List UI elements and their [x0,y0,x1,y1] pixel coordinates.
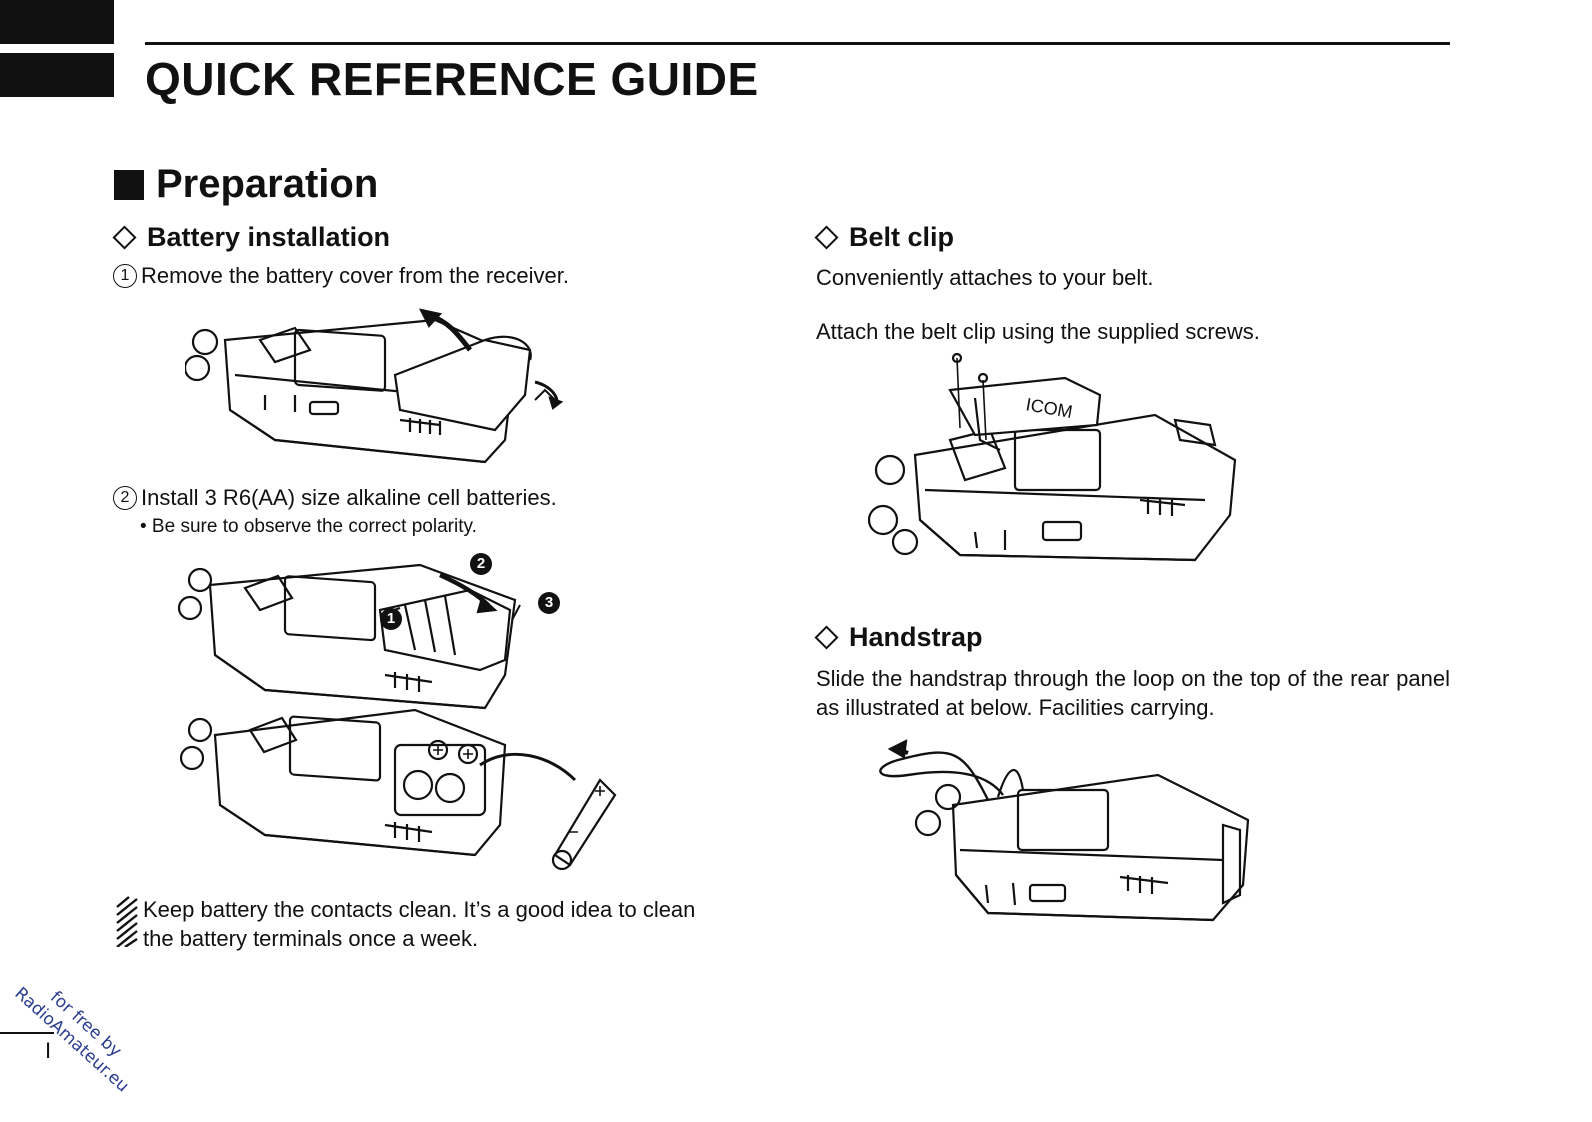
page-title: QUICK REFERENCE GUIDE [145,53,759,105]
belt-clip-text-1: Conveniently attaches to your belt. [816,265,1154,290]
battery-installation-title: Battery installation [147,222,391,252]
diamond-icon [814,625,839,650]
battery-installation-heading: Battery installation [110,222,390,253]
illustration-handstrap [868,735,1258,925]
illustration-install-batteries [170,550,630,870]
section-title-text: Preparation [156,162,379,206]
handstrap-title: Handstrap [849,622,983,652]
battery-step-1-text: Remove the battery cover from the receiv… [141,263,569,288]
step-number-1: 1 [113,264,137,288]
callout-1: 1 [380,608,402,630]
belt-clip-title: Belt clip [849,222,955,252]
handstrap-text: Slide the handstrap through the loop on … [816,666,1450,720]
belt-clip-heading: Belt clip [812,222,954,253]
battery-note-line-1: Keep battery the contacts clean. It’s a … [143,897,696,922]
header-rule [145,42,1450,45]
diamond-icon [814,225,839,250]
battery-note-line-2: the battery terminals once a week. [143,926,479,951]
footer-rule [0,1032,54,1034]
illustration-remove-cover [185,300,575,470]
callout-3: 3 [538,592,560,614]
callout-2: 2 [470,553,492,575]
step-number-2: 2 [113,486,137,510]
header-tab-top [0,0,114,44]
battery-step-2-text: Install 3 R6(AA) size alkaline cell batt… [141,485,557,510]
diamond-icon [112,225,137,250]
handstrap-heading: Handstrap [812,622,983,653]
battery-step-2-bullet: • Be sure to observe the correct polarit… [140,516,477,537]
battery-note: Keep battery the contacts clean. It’s a … [115,895,695,953]
page-number: I [45,1038,52,1063]
battery-step-1: 1 Remove the battery cover from the rece… [113,263,569,289]
illustration-belt-clip: ICOM [865,350,1255,575]
battery-step-2: 2 Install 3 R6(AA) size alkaline cell ba… [113,485,557,511]
section-square-icon [114,169,144,200]
header-tab-bottom [0,53,114,97]
section-title: Preparation [114,162,378,207]
note-hatch-icon [116,896,138,947]
belt-clip-text-2: Attach the belt clip using the supplied … [816,319,1260,344]
